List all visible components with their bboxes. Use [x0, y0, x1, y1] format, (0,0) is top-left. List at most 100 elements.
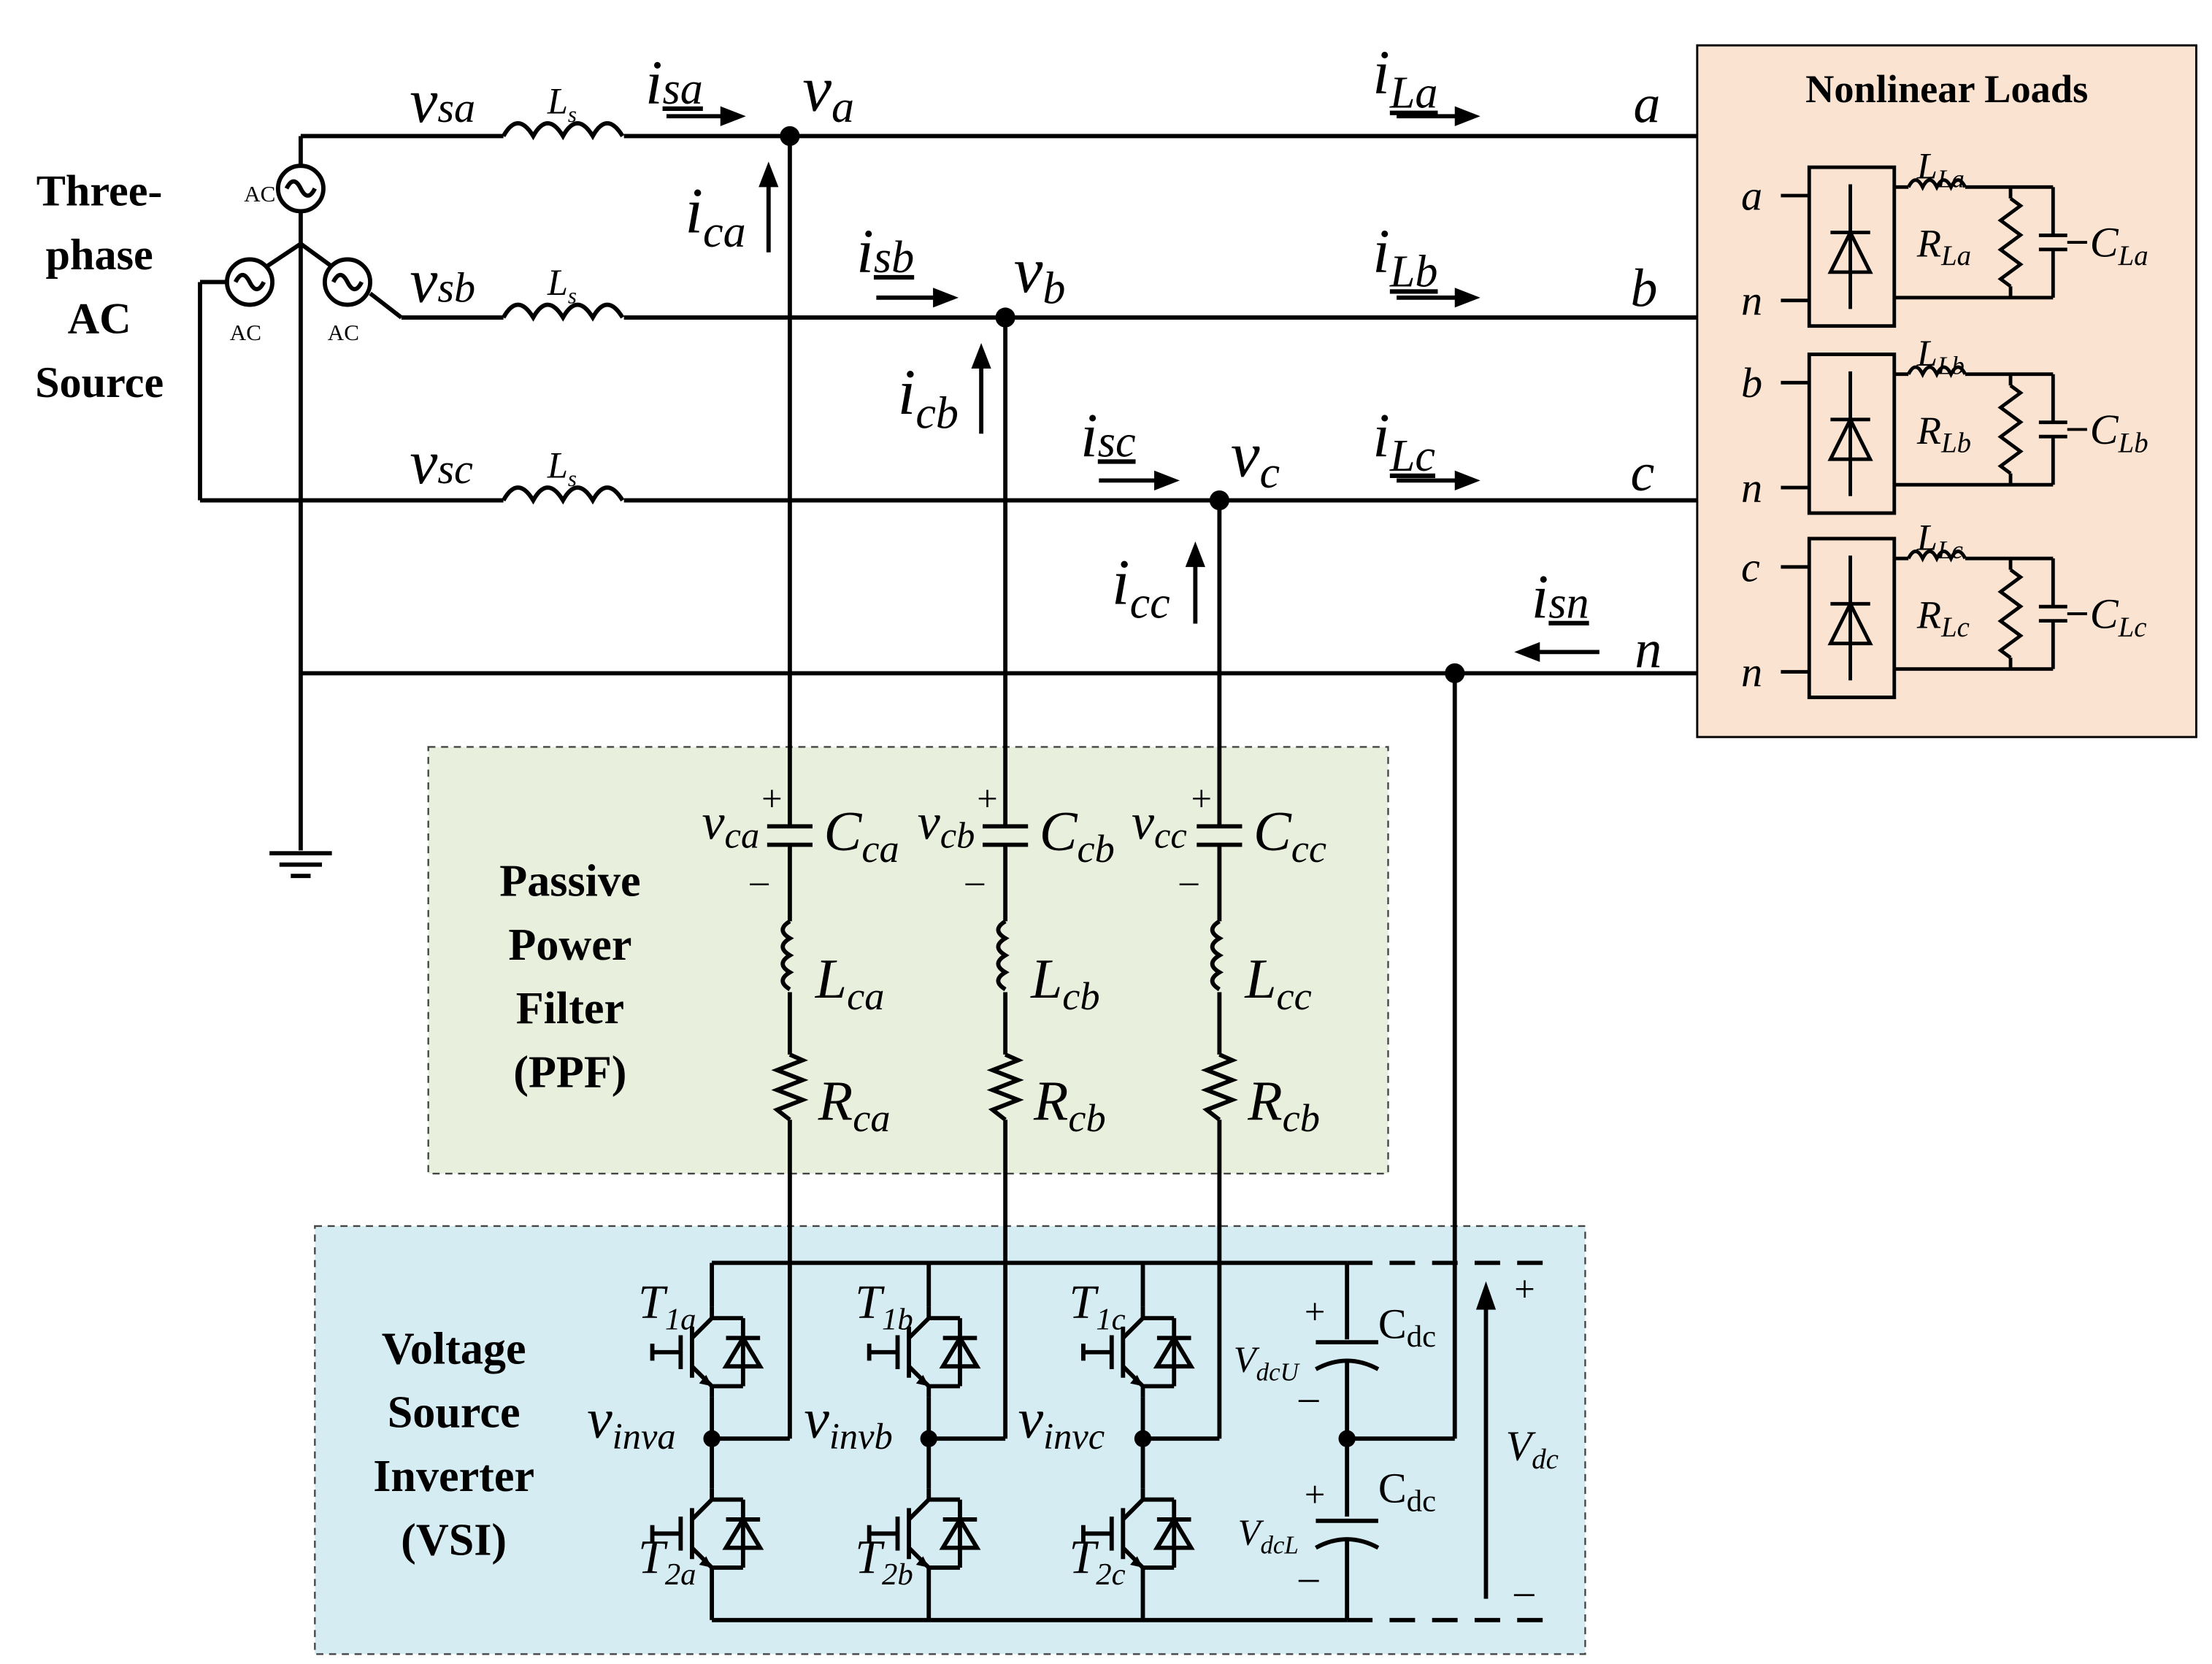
load-label-R-b: RLb: [1916, 409, 1971, 459]
vsi-label-bot-0: T2a: [638, 1531, 696, 1592]
label-isn: isn: [1532, 563, 1589, 632]
label-vsb: vsb: [410, 247, 475, 316]
ppf-label-R-1: Rcb: [1033, 1069, 1106, 1140]
load-input-c: c: [1741, 543, 1760, 590]
ac-label-b: AC: [328, 320, 359, 345]
ac-source-title: Three- phase AC Source: [35, 167, 164, 407]
ppf-cap-minus-1: –: [965, 860, 985, 901]
ppf-cap-plus-0: +: [761, 778, 782, 819]
label-ica: ica: [685, 175, 745, 257]
label-vdcl: VdcL: [1238, 1512, 1299, 1560]
ppf-label-L-1: Lcb: [1030, 947, 1100, 1018]
label-vc: vc: [1231, 419, 1280, 498]
ppf-resistor-1-icon: [986, 1052, 1024, 1122]
inductor-ls-b-icon: [502, 302, 625, 322]
load-input-n-c: n: [1741, 648, 1762, 696]
ppf-label-C-1: Ccb: [1040, 800, 1115, 871]
ppf-inductor-2-icon: [1210, 919, 1224, 992]
label-end-a: a: [1633, 74, 1660, 134]
dc-cap-lower-minus: –: [1298, 1555, 1319, 1599]
vdc-minus: –: [1513, 1569, 1535, 1613]
load-resistor-b-icon: [1997, 384, 2024, 475]
load-input-b: b: [1741, 359, 1762, 407]
load-label-C-a: CLa: [2090, 219, 2148, 272]
load-input-n-a: n: [1741, 277, 1762, 324]
igbt-top-2-icon: [1081, 1306, 1195, 1398]
source-title-line-3: AC: [68, 294, 131, 343]
ppf-label-v-2: vcc: [1132, 795, 1187, 856]
vsi-title-line-4: (VSI): [401, 1515, 507, 1565]
label-end-c: c: [1631, 442, 1655, 502]
ac-source-b-icon: [323, 257, 372, 307]
label-icc: icc: [1112, 546, 1170, 628]
arrow-icc-icon: [1185, 541, 1205, 567]
load-resistor-a-icon: [1997, 196, 2024, 288]
arrow-isc-icon: [1154, 470, 1180, 490]
rectifier-a-icon: [1807, 165, 1897, 328]
igbt-bot-1-icon: [867, 1488, 981, 1579]
nonlinear-loads-box: [1696, 44, 2197, 739]
label-va: va: [802, 53, 854, 132]
loads-title: Nonlinear Loads: [1805, 67, 2088, 111]
arrow-ilc-icon: [1454, 470, 1481, 490]
ppf-label-L-0: Lca: [815, 947, 885, 1018]
label-vb: vb: [1014, 234, 1066, 314]
source-title-line-4: Source: [35, 358, 164, 407]
ac-label-a: AC: [244, 181, 275, 207]
dc-cap-lower-plus: +: [1305, 1474, 1325, 1514]
node-va: [780, 126, 800, 147]
load-label-R-c: RLc: [1916, 593, 1970, 643]
label-vsa: vsa: [410, 67, 475, 136]
vsi-label-v-1: vinvb: [804, 1387, 892, 1457]
arrow-ila-icon: [1454, 106, 1481, 126]
load-label-L-b: LLb: [1916, 333, 1965, 380]
ppf-cap-plus-2: +: [1191, 778, 1212, 819]
ppf-label-v-1: vcb: [918, 795, 975, 856]
label-cdc-lower: Cdc: [1378, 1465, 1436, 1519]
ppf-label-L-2: Lcc: [1244, 947, 1311, 1018]
ppf-title-line-4: (PPF): [513, 1048, 626, 1098]
load-label-C-b: CLb: [2090, 406, 2148, 459]
ppf-label-C-0: Cca: [824, 800, 899, 871]
vsi-label-v-0: vinva: [587, 1387, 675, 1457]
ppf-title-line-3: Filter: [516, 984, 624, 1033]
label-ilb: iLb: [1372, 217, 1437, 296]
load-input-n-b: n: [1741, 463, 1762, 511]
vsi-title-line-1: Voltage: [382, 1324, 526, 1374]
dc-capacitors: + – + – VdcU VdcL Cdc Cdc: [1234, 1263, 1455, 1620]
vdc-plus: +: [1514, 1268, 1535, 1309]
arrow-ilb-icon: [1454, 288, 1481, 308]
ppf-inductor-0-icon: [780, 919, 794, 992]
ppf-resistor-2-icon: [1200, 1052, 1238, 1122]
source-title-line-2: phase: [46, 231, 153, 280]
load-inductor-c-icon: [1907, 550, 1967, 563]
ppf-title-line-1: Passive: [499, 856, 640, 906]
ppf-cap-plus-1: +: [977, 778, 997, 819]
load-label-C-c: CLc: [2090, 590, 2147, 643]
vdc-arrow-icon: [1475, 1281, 1497, 1310]
ppf-label-v-0: vca: [702, 795, 760, 856]
ac-source-symbols: AC AC AC: [198, 136, 403, 879]
label-icb: icb: [898, 356, 959, 438]
vsi-label-v-2: vinvc: [1018, 1387, 1105, 1457]
label-ls-c: Ls: [547, 444, 577, 491]
load-input-a: a: [1741, 172, 1762, 219]
load-inductor-a-icon: [1907, 178, 1967, 191]
vsi-title: Voltage Source Inverter (VSI): [373, 1324, 534, 1565]
label-vdcu: VdcU: [1234, 1339, 1301, 1387]
label-isb: isb: [856, 217, 914, 286]
label-ls-a: Ls: [547, 80, 577, 127]
label-isa: isa: [645, 49, 703, 118]
arrow-isn-icon: [1514, 642, 1540, 662]
